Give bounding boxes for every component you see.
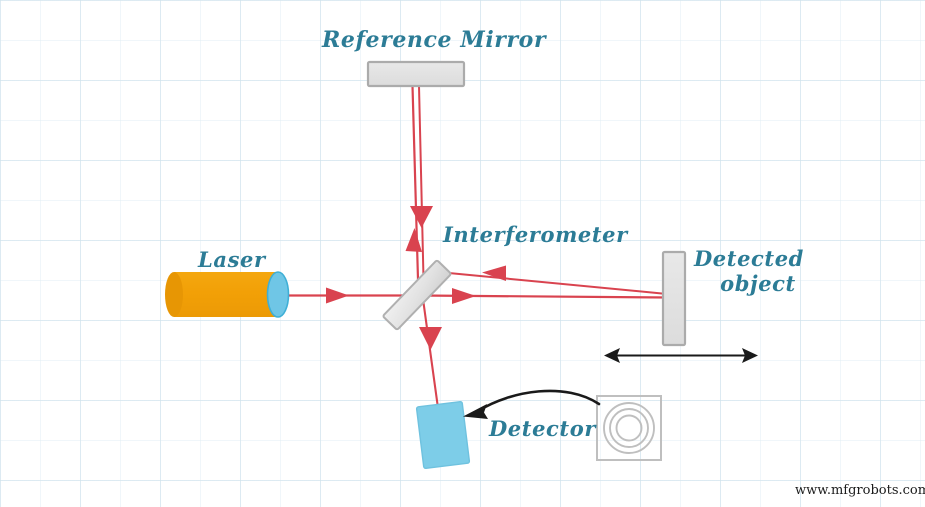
fringe-ring-outer	[603, 402, 655, 454]
beam-splitter-to-detector	[419, 297, 442, 410]
fringe-ring-inner	[615, 414, 643, 442]
fringe-ring-middle	[609, 408, 649, 448]
label-interferometer: Interferometer	[443, 222, 628, 247]
detected-object	[661, 250, 687, 347]
label-detected-object-line2: object	[720, 270, 796, 296]
beam-object-to-splitter	[432, 265, 668, 295]
photo-detector	[415, 400, 471, 470]
label-reference-mirror: Reference Mirror	[322, 27, 547, 53]
laser-source	[165, 271, 290, 318]
object-motion-arrow	[604, 348, 758, 363]
label-detected-object-line1: Detected	[694, 246, 804, 271]
label-laser: Laser	[198, 247, 266, 272]
pattern-callout-arrow	[463, 389, 601, 419]
label-detector: Detector	[489, 416, 596, 441]
beam-paths	[285, 84, 670, 410]
laser-aperture	[266, 271, 290, 318]
reference-mirror	[366, 60, 466, 88]
watermark: www.mfgrobots.com	[795, 483, 925, 498]
beam-splitter-to-object	[418, 288, 670, 304]
beam-splitter-to-reference	[405, 84, 422, 299]
beam-splitter	[382, 259, 452, 331]
interference-pattern	[596, 395, 662, 461]
beam-reference-to-splitter	[410, 85, 433, 301]
beam-laser-to-splitter	[285, 287, 426, 304]
